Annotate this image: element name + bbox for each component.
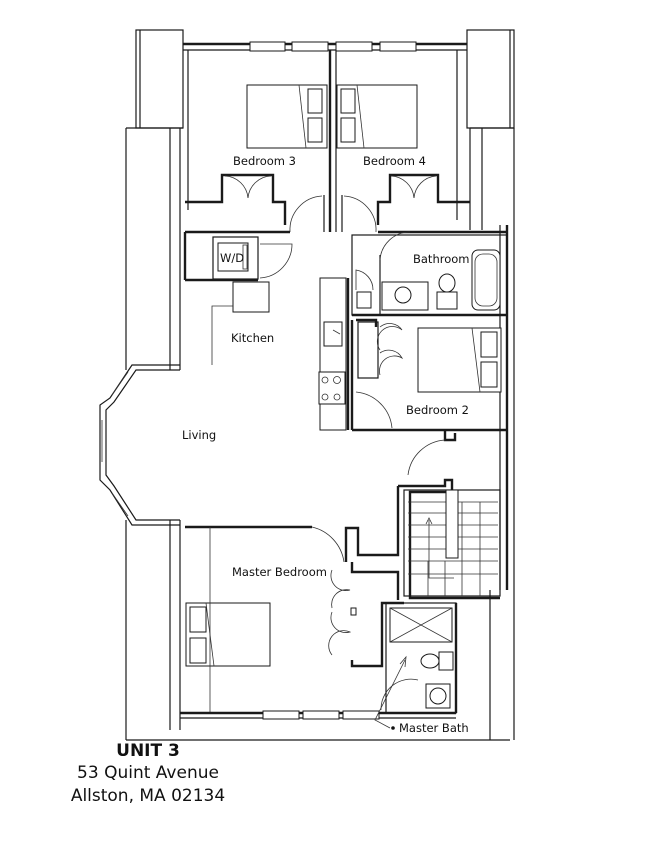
kitchen-counter-left [211,281,270,365]
toilet-icon [438,273,456,293]
city-address: Allston, MA 02134 [70,786,226,806]
label-bedroom2: Bedroom 2 [406,403,469,417]
closet-bedroom3 [185,173,287,225]
window [302,710,340,720]
street-address: 53 Quint Avenue [77,763,219,783]
stair-arrow [428,520,454,579]
door-bedroom3 [289,195,323,233]
label-kitchen: Kitchen [231,331,274,345]
label-master-bath: Master Bath [399,721,469,735]
top-exterior-wall [183,41,467,52]
left-exterior-wall [125,50,510,741]
label-living: Living [182,428,216,442]
bed-bedroom4 [336,84,418,149]
window [335,41,373,52]
wd-closet [183,232,293,282]
unit-title: UNIT 3 [116,741,180,761]
door-bedroom4 [343,195,377,233]
window [379,41,417,52]
sink-icon [394,286,412,304]
bed-bedroom3 [246,84,328,149]
stairwell [398,430,501,600]
unit-caption: UNIT 3 53 Quint Avenue Allston, MA 02134 [28,740,268,808]
bay-window [99,364,180,526]
window [249,41,286,52]
toilet-icon [420,653,440,669]
kitchen-counter-right [318,277,350,431]
label-bedroom4: Bedroom 4 [363,154,426,168]
bedroom2 [350,318,507,432]
bottom-exterior-wall [180,710,456,720]
window [262,710,300,720]
bathroom [351,231,508,317]
master-bath-pointer [374,655,407,730]
label-master-bedroom: Master Bedroom [232,565,327,579]
window [342,710,380,720]
master-bath [380,602,458,714]
sink-icon [323,321,343,347]
master-bedroom [185,486,404,712]
window [291,41,329,52]
bedroom-divider-wall [323,50,343,232]
closet-bedroom4 [376,173,470,225]
label-bedroom3: Bedroom 3 [233,154,296,168]
label-wd: W/D [220,251,244,265]
bathtub-icon [471,249,501,311]
top-left-corner-block [135,29,184,129]
sink-icon [429,687,447,705]
top-right-corner-block [466,29,515,129]
label-bathroom: Bathroom [413,252,469,266]
right-exterior-wall [456,50,515,740]
